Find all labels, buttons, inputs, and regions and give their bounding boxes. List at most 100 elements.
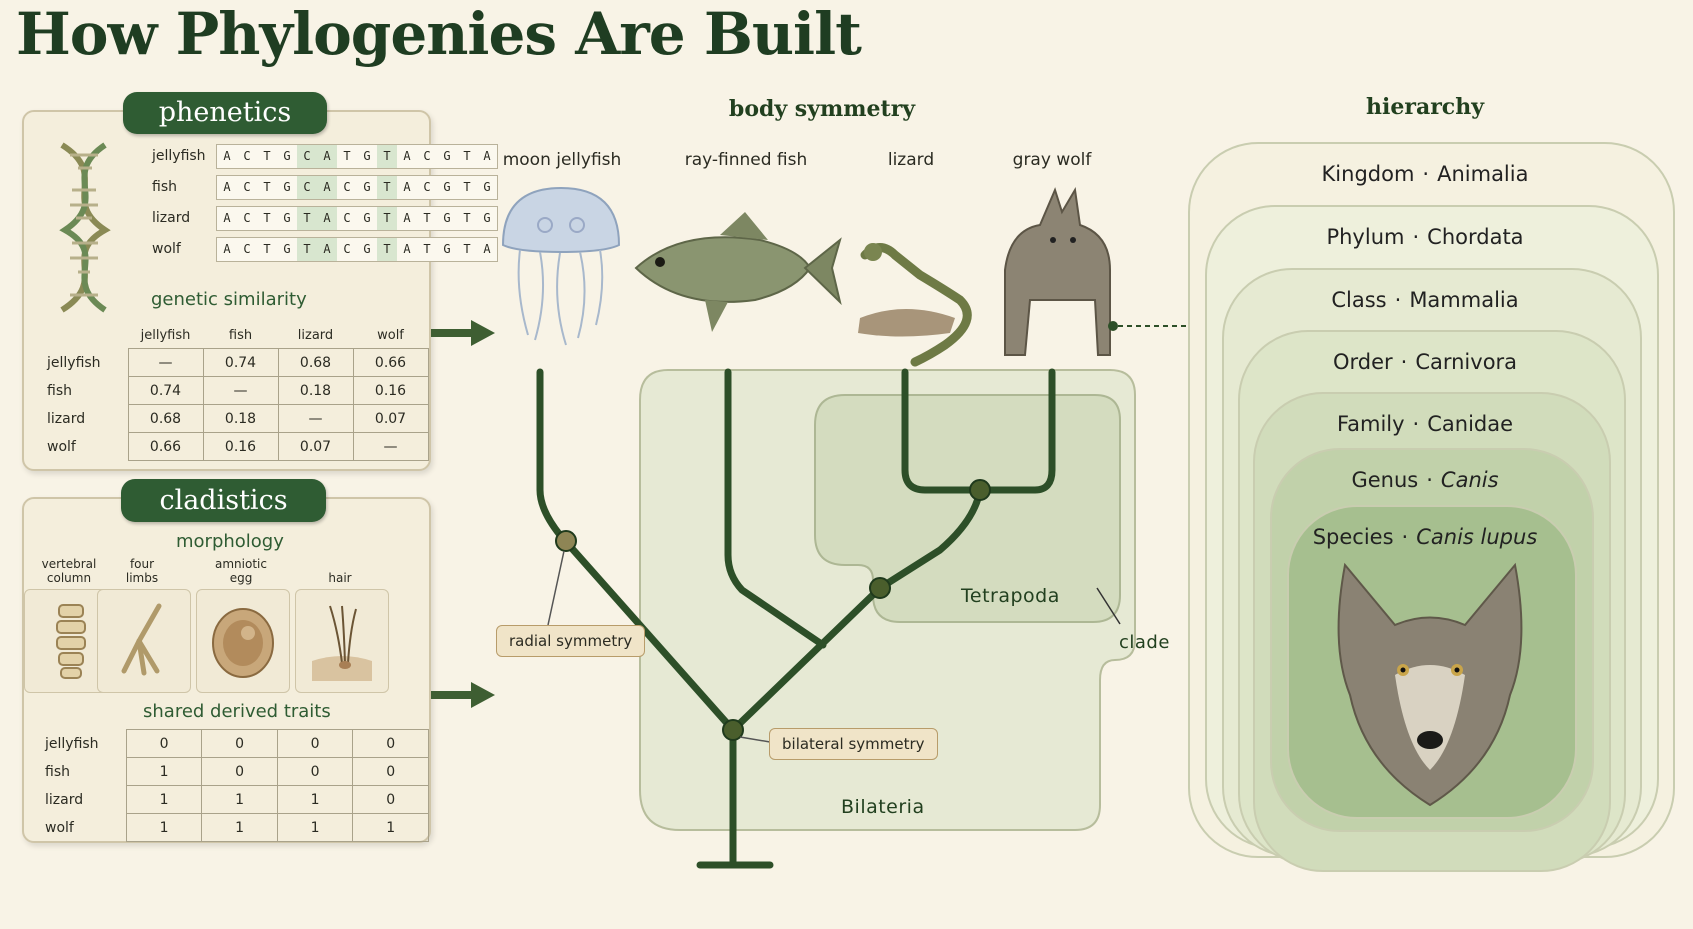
matrix-cell: — [352,432,429,461]
phenetics-badge: phenetics [123,92,327,134]
rank-separator: · [1394,288,1402,312]
rank-label: Family·Canidae [1337,412,1513,436]
matrix-cell: 1 [201,813,278,842]
base-cell: C [343,211,351,225]
matrix-cell: 0 [201,757,278,786]
matrix-cell: — [277,404,354,433]
base-cell: G [443,211,451,225]
base-cell: G [283,242,291,256]
body-symmetry-heading: body symmetry [728,96,916,122]
species-label-fish: ray-finned fish [684,150,808,170]
rank-separator: · [1400,350,1408,374]
species-label-lizard: lizard [887,150,935,170]
trait-label-line1: amniotic [215,557,267,571]
matrix-cell: 0.07 [352,404,429,433]
base-cell: T [377,207,397,230]
base-cell: C [243,149,251,163]
wolf-portrait-icon [1325,555,1535,815]
base-cell: A [223,242,231,256]
dna-helix-icon [59,142,111,313]
base-cell: T [463,149,471,163]
base-cell: T [263,149,271,163]
base-cell: G [363,180,371,194]
base-cell: C [243,180,251,194]
base-cell: G [483,180,491,194]
base-cell: T [463,180,471,194]
lizard-icon [858,243,972,367]
base-cell: C [423,180,431,194]
wolf-icon [1004,187,1111,356]
row-label: wolf [45,819,74,836]
base-cell: T [377,238,397,261]
trait-label: hair [295,557,385,585]
base-cell: G [363,242,371,256]
page-title: How Phylogenies Are Built [16,0,862,68]
taxon-name: Canis lupus [1416,525,1538,549]
matrix-cell: 0.68 [277,348,354,377]
matrix-cell: 0 [276,729,354,758]
hair-icon [295,589,389,693]
egg-icon [196,589,290,693]
row-label: wolf [47,438,76,455]
base-cell: G [283,149,291,163]
matrix-cell: 1 [125,785,203,814]
matrix-cell: 0.74 [127,376,204,405]
matrix-header: jellyfish [140,327,191,343]
trait-label-line1: vertebral [41,557,97,571]
base-cell: C [423,149,431,163]
rank-separator: · [1401,525,1409,549]
species-label-wolf: gray wolf [1012,150,1092,170]
matrix-cell: 0.07 [277,432,354,461]
base-cell: A [403,242,411,256]
trait-label-line2: limbs [125,571,159,585]
tetrapoda-label: Tetrapoda [961,585,1060,607]
base-cell: A [223,180,231,194]
matrix-cell: 0.16 [202,432,279,461]
base-cell: T [423,211,431,225]
base-cell: A [403,180,411,194]
rank-name: Kingdom [1321,162,1415,186]
arrow-icon [431,320,495,346]
morphology-label: morphology [176,531,284,552]
matrix-cell: 0 [125,729,203,758]
base-cell: A [483,149,491,163]
base-cell: C [243,242,251,256]
trait-label-line2: hair [328,571,352,585]
rank-name: Family [1336,412,1405,436]
base-cell: C [297,176,317,199]
matrix-header: lizard [297,327,334,343]
arrow-icon [431,682,495,708]
base-cell: T [297,207,317,230]
jellyfish-icon [501,186,621,346]
row-label: lizard [45,791,84,808]
matrix-cell: 1 [125,757,203,786]
rank-label: Phylum·Chordata [1326,225,1523,249]
rank-name: Order [1332,350,1393,374]
base-cell: G [443,242,451,256]
base-cell: G [363,149,371,163]
base-cell: T [263,211,271,225]
rank-separator: · [1412,225,1420,249]
base-cell: A [317,176,337,199]
row-label: lizard [47,410,86,427]
row-label: fish [47,382,72,399]
rank-label: Kingdom·Animalia [1322,162,1529,186]
base-cell: A [403,149,411,163]
base-cell: A [403,211,411,225]
shared-derived-traits-label: shared derived traits [143,701,331,722]
base-cell: G [283,211,291,225]
node-tetrapoda [969,479,991,501]
base-cell: G [363,211,371,225]
